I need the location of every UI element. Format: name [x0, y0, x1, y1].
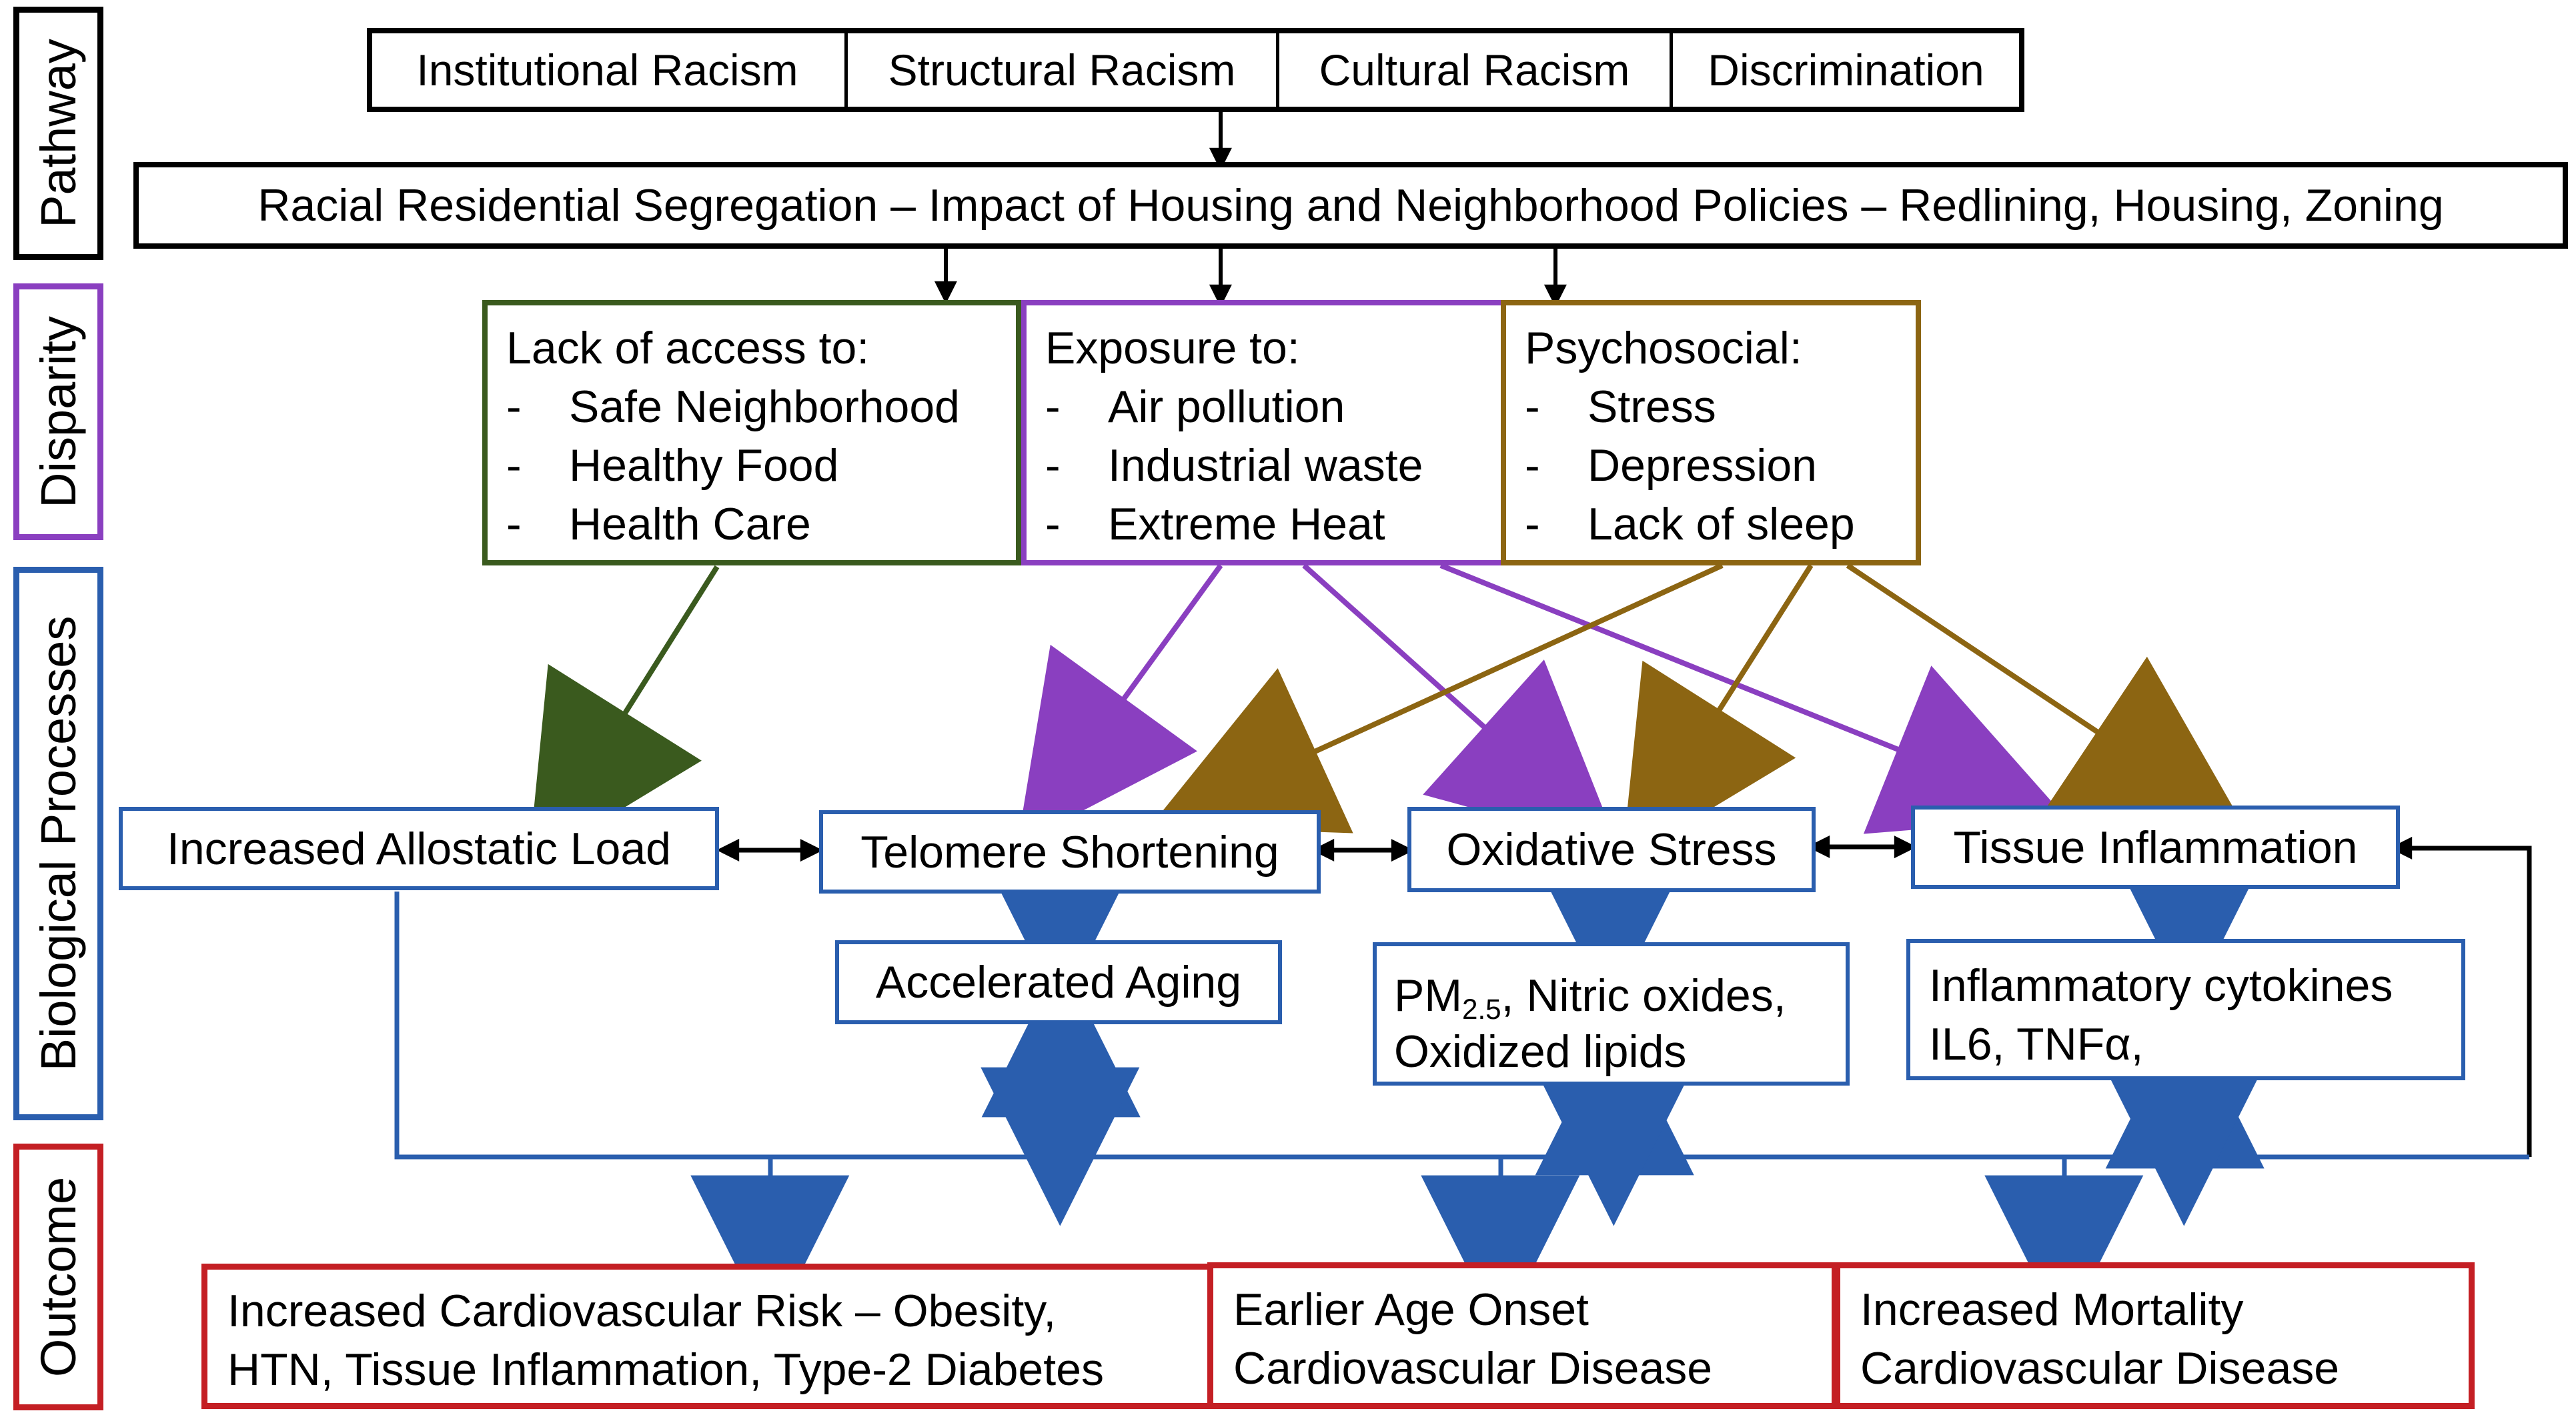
psychosocial-item-depression: Depression [1587, 440, 1817, 491]
access-item-safe: Safe Neighborhood [569, 381, 960, 432]
racism-cultural: Cultural Racism [1319, 45, 1630, 95]
access-dash: - [506, 499, 522, 549]
accelerated-aging-label: Accelerated Aging [875, 957, 1242, 1008]
outcome-risk-line1: Increased Cardiovascular Risk – Obesity, [227, 1286, 1057, 1336]
exposure-item-air: Air pollution [1108, 381, 1345, 432]
outcome-onset-line1: Earlier Age Onset [1233, 1284, 1589, 1335]
racism-divider [1276, 33, 1279, 107]
feedback-line-to-inflammation [2389, 836, 2532, 1157]
racism-row: Institutional Racism Structural Racism C… [367, 28, 2024, 112]
side-label-biological-text: Biological Processes [30, 615, 86, 1072]
outcome-onset-line2: Cardiovascular Disease [1233, 1343, 1713, 1394]
pathway-arrows [934, 112, 1567, 307]
racism-structural: Structural Racism [888, 45, 1236, 95]
process-links [716, 835, 2532, 1157]
outcome-onset-box: Earlier Age Onset Cardiovascular Disease [1207, 1262, 1838, 1409]
exposure-title: Exposure to: [1045, 323, 1300, 373]
arrow-psychosocial-to-oxidative [1622, 563, 1814, 863]
access-box: Lack of access to: - Safe Neighborhood -… [482, 300, 1021, 565]
arrow-psychosocial-to-telomere [1150, 563, 1724, 834]
racism-discrimination: Discrimination [1708, 45, 1984, 95]
side-label-disparity: Disparity [13, 283, 103, 540]
side-label-outcome: Outcome [13, 1144, 103, 1410]
oxidative-stress-box: Oxidative Stress [1407, 807, 1816, 892]
exposure-arrows [1017, 563, 2066, 848]
pm-subscript: 2.5 [1462, 993, 1501, 1025]
cytokines-label: Inflammatory cytokines [1929, 960, 2393, 1011]
racism-institutional: Institutional Racism [416, 45, 798, 95]
arrow-exposure-to-inflammation [1439, 563, 2066, 834]
telomere-label: Telomere Shortening [860, 826, 1279, 878]
exposure-box: Exposure to: - Air pollution - Industria… [1021, 300, 1508, 565]
outcome-mortality-box: Increased Mortality Cardiovascular Disea… [1834, 1262, 2475, 1409]
outcome-mortality-line1: Increased Mortality [1860, 1284, 2244, 1335]
outcome-risk-box: Increased Cardiovascular Risk – Obesity,… [201, 1264, 1215, 1409]
outcome-mortality-line2: Cardiovascular Disease [1860, 1343, 2340, 1394]
telomere-box: Telomere Shortening [819, 810, 1321, 894]
psychosocial-box: Psychosocial: - Stress - Depression - La… [1501, 300, 1921, 565]
accelerated-aging-box: Accelerated Aging [835, 940, 1282, 1024]
access-item-food: Healthy Food [569, 440, 839, 491]
oxidants-box: PM2.5, Nitric oxides, Oxidized lipids [1373, 942, 1850, 1086]
exposure-dash: - [1045, 499, 1061, 549]
tissue-inflammation-label: Tissue Inflammation [1953, 822, 2358, 873]
bus-line [394, 892, 2529, 1160]
exposure-item-waste: Industrial waste [1108, 440, 1423, 491]
psychosocial-arrows [1150, 563, 2248, 863]
arrow-psychosocial-to-inflammation [1846, 563, 2248, 833]
segregation-box: Racial Residential Segregation – Impact … [133, 162, 2568, 249]
allostatic-load-label: Increased Allostatic Load [166, 823, 672, 874]
pm-line: PM2.5, Nitric oxides, [1394, 970, 1786, 1023]
racism-divider [844, 33, 848, 107]
access-dash: - [506, 440, 522, 491]
exposure-item-heat: Extreme Heat [1108, 499, 1385, 549]
arrow-exposure-to-oxidative [1302, 563, 1619, 848]
access-dash: - [506, 381, 522, 432]
psychosocial-dash: - [1525, 440, 1540, 491]
segregation-text: Racial Residential Segregation – Impact … [257, 180, 2444, 231]
outcome-risk-line2: HTN, Tissue Inflammation, Type-2 Diabete… [227, 1344, 1104, 1395]
blue-connectors [394, 848, 2529, 1334]
psychosocial-item-sleep: Lack of sleep [1587, 499, 1855, 549]
psychosocial-dash: - [1525, 499, 1540, 549]
arrow-exposure-to-telomere [1017, 563, 1223, 845]
psychosocial-dash: - [1525, 381, 1540, 432]
psychosocial-item-stress: Stress [1587, 381, 1716, 432]
side-label-biological: Biological Processes [13, 567, 103, 1120]
oxidative-stress-label: Oxidative Stress [1446, 824, 1777, 875]
access-item-care: Health Care [569, 499, 811, 549]
side-label-pathway: Pathway [13, 7, 103, 260]
pm-prefix: PM [1394, 970, 1462, 1021]
arrow-access-to-allostatic [528, 565, 720, 866]
oxidized-lipids-label: Oxidized lipids [1394, 1026, 1687, 1077]
tissue-inflammation-box: Tissue Inflammation [1911, 806, 2400, 889]
psychosocial-title: Psychosocial: [1525, 323, 1802, 373]
access-title: Lack of access to: [506, 323, 870, 373]
exposure-dash: - [1045, 440, 1061, 491]
racism-divider [1670, 33, 1673, 107]
side-label-pathway-text: Pathway [30, 39, 86, 228]
cytokines-box: Inflammatory cytokines IL6, TNFα, [1906, 939, 2465, 1080]
exposure-dash: - [1045, 381, 1061, 432]
side-label-outcome-text: Outcome [30, 1176, 86, 1378]
allostatic-load-box: Increased Allostatic Load [119, 807, 719, 890]
pm-rest: , Nitric oxides, [1501, 970, 1786, 1021]
side-label-disparity-text: Disparity [30, 315, 86, 508]
il6-label: IL6, TNFα, [1929, 1019, 2144, 1070]
